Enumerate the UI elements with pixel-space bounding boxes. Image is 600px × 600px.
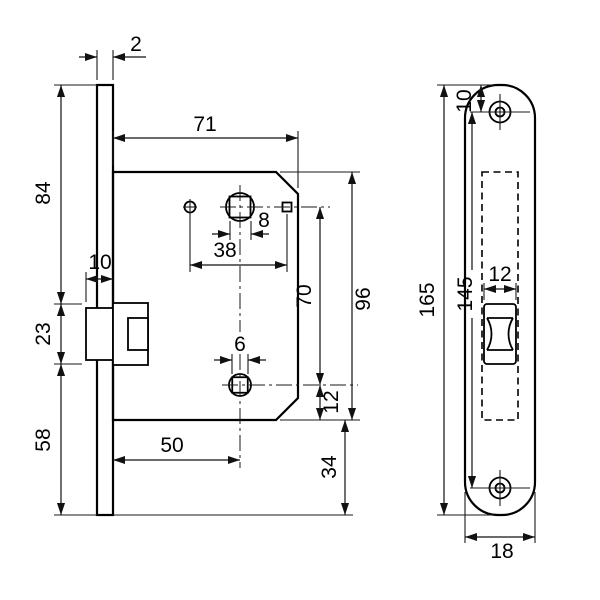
dim-cylinder-to-body-bottom-label: 12: [320, 390, 343, 413]
dim-plate-width-label: 18: [490, 540, 513, 563]
faceplate-front-view: 10 165 145 12 18: [416, 83, 537, 563]
dim-hole-spacing-label: 38: [213, 239, 236, 262]
latch-bolt: [85, 307, 114, 361]
lock-body-side-view: 2 71 84 23 58 10 8 38: [32, 33, 375, 517]
dim-top-to-latch-label: 84: [32, 181, 55, 205]
dim-latch-width-label: 12: [488, 263, 511, 286]
dim-backset-label: 50: [160, 434, 183, 457]
dim-spindle-to-cylinder-label: 70: [293, 284, 316, 307]
lock-case-outline: [111, 170, 300, 422]
dim-screw-spacing-label: 145: [454, 276, 477, 311]
faceplate-side: [95, 83, 115, 517]
dim-latch-to-bottom-label: 58: [32, 428, 55, 451]
dim-latch-opening-label: 23: [32, 322, 55, 345]
dim-top-to-screw-label: 10: [453, 89, 476, 112]
latch-opening: [483, 303, 517, 365]
dim-body-to-plate-bottom-label: 34: [318, 455, 341, 479]
latch-front-curve: [486, 317, 493, 351]
dim-body-height-label: 96: [352, 287, 375, 310]
dim-spindle-square-label: 8: [258, 209, 270, 232]
dim-body-width-label: 71: [193, 113, 216, 136]
dim-plate-thickness-label: 2: [130, 33, 142, 56]
dim-plate-height-label: 165: [416, 282, 439, 317]
latch-front-curve: [507, 317, 514, 351]
dim-cylinder-square-label: 6: [234, 333, 246, 356]
latch-case-inner: [127, 317, 149, 351]
faceplate-front: [463, 83, 537, 517]
dim-latch-depth-label: 10: [88, 251, 111, 274]
hidden-lock-case: [481, 171, 519, 421]
